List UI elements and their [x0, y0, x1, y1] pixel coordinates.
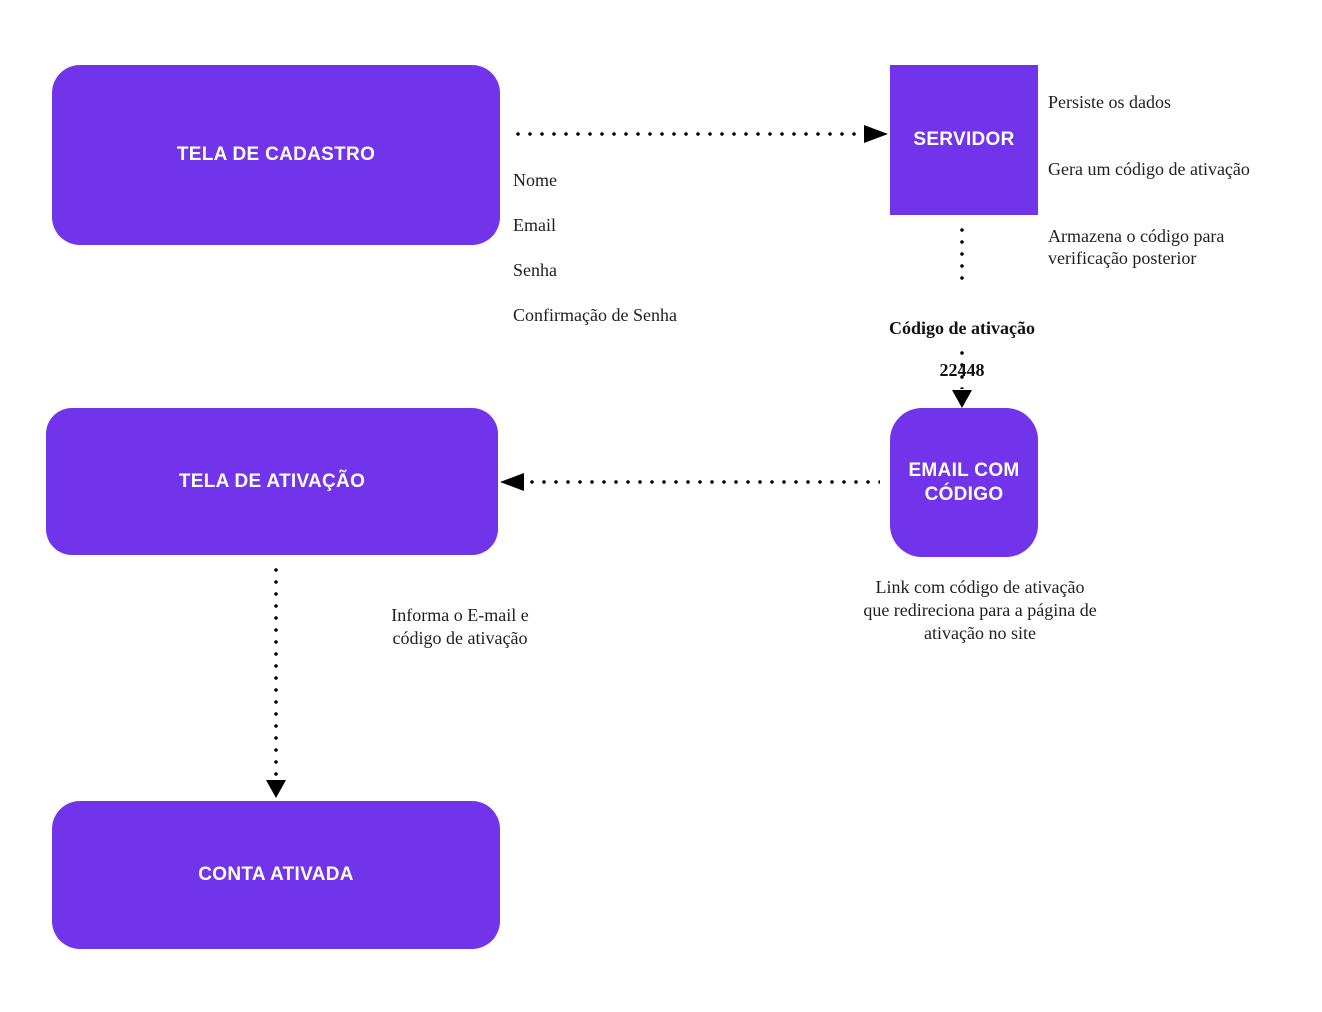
codigo-ativacao-label: Código de ativação — [889, 318, 1035, 338]
node-tela-de-ativacao: TELA DE ATIVAÇÃO — [46, 408, 498, 555]
node-servidor-label: SERVIDOR — [913, 129, 1015, 150]
edge-cadastro-to-servidor-dotted-line — [512, 132, 864, 136]
servidor-note-gera-codigo: Gera um código de ativação — [1048, 158, 1250, 179]
codigo-ativacao-value: 22448 — [939, 360, 985, 380]
arrowhead-down-icon — [952, 390, 972, 408]
node-conta-ativada: CONTA ATIVADA — [52, 801, 500, 949]
field-nome: Nome — [513, 169, 557, 190]
servidor-note-armazena: Armazena o código para verificação poste… — [1048, 225, 1225, 269]
field-senha: Senha — [513, 259, 557, 280]
node-tela-de-cadastro-label: TELA DE CADASTRO — [176, 144, 376, 165]
annotation-informa-email-codigo: Informa o E-mail e código de ativação — [391, 605, 529, 648]
node-email-com-codigo: EMAIL COM CÓDIGO — [890, 408, 1038, 557]
annotation-codigo-ativacao: Código de ativação 22448 — [862, 297, 1062, 402]
servidor-note-persiste: Persiste os dados — [1048, 91, 1171, 112]
edge-servidor-to-email-dotted-line-lower — [960, 347, 964, 389]
edge-ativacao-to-conta-dotted-line — [274, 564, 278, 778]
node-conta-ativada-label: CONTA ATIVADA — [198, 864, 354, 885]
arrowhead-right-icon — [864, 125, 888, 143]
annotation-email-link: Link com código de ativação que redireci… — [863, 577, 1097, 643]
annotation-cadastro-fields: Nome Email Senha Confirmação de Senha — [513, 146, 743, 349]
annotation-servidor-notes: Persiste os dados Gera um código de ativ… — [1048, 68, 1300, 314]
node-tela-de-cadastro: TELA DE CADASTRO — [52, 65, 500, 245]
node-tela-de-ativacao-label: TELA DE ATIVAÇÃO — [178, 470, 366, 492]
arrowhead-left-icon — [500, 473, 524, 491]
field-email: Email — [513, 214, 556, 235]
node-email-com-codigo-label: EMAIL COM CÓDIGO — [908, 459, 1020, 505]
edge-servidor-to-email-dotted-line-upper — [960, 224, 964, 286]
field-confirmacao-senha: Confirmação de Senha — [513, 304, 677, 325]
arrowhead-down-icon — [266, 780, 286, 798]
node-servidor: SERVIDOR — [890, 65, 1038, 215]
edge-email-to-ativacao-dotted-line — [526, 480, 880, 484]
